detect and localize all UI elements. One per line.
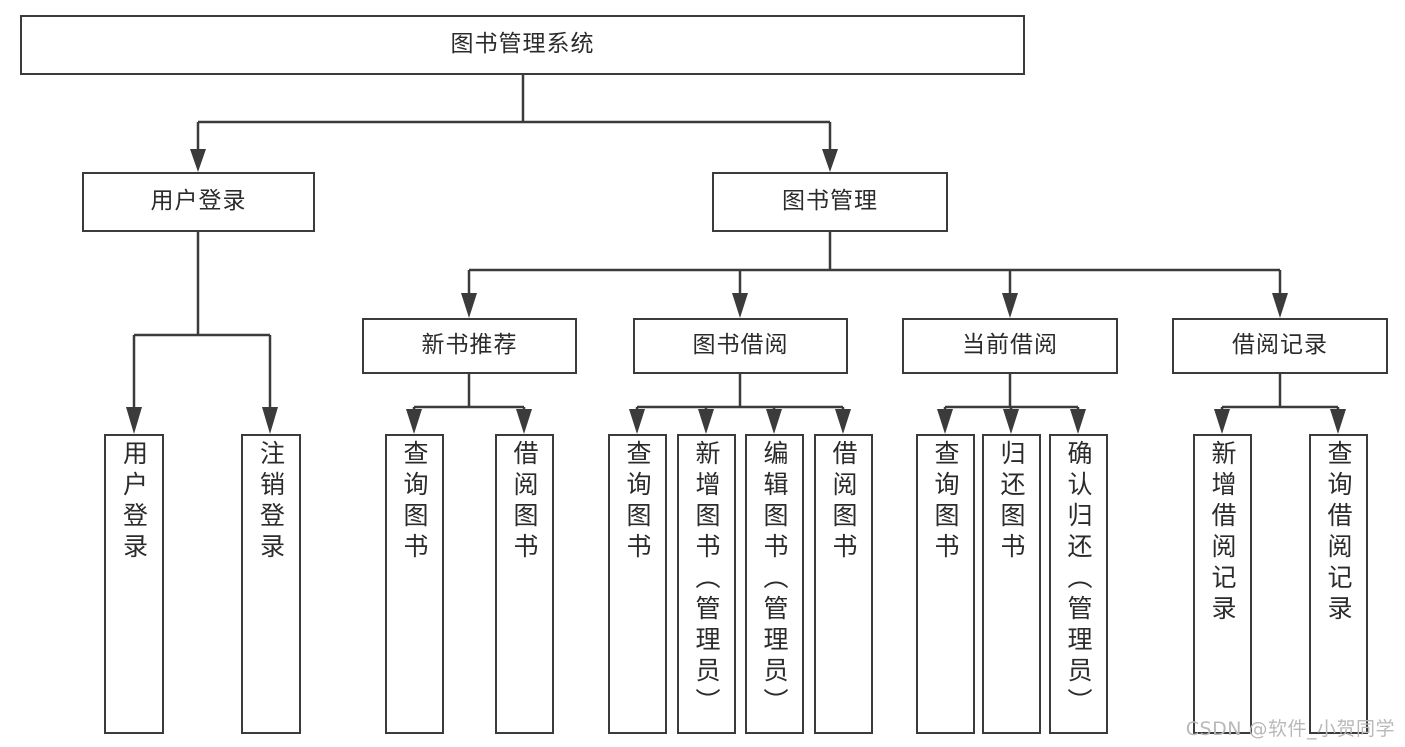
leaf-return-book-label: 归还图书 <box>997 440 1026 564</box>
arrowhead-leaf-edit-book <box>766 409 782 434</box>
leaf-query-record-label: 查询借阅记录 <box>1324 440 1353 626</box>
arrowhead-leaf-query-record <box>1330 409 1346 434</box>
leaf-borrow-book-1[interactable]: 借阅图书 <box>495 434 554 734</box>
leaf-user-login[interactable]: 用户登录 <box>104 434 164 734</box>
leaf-query-book-1-label: 查询图书 <box>400 440 429 564</box>
node-book-borrow-label: 图书借阅 <box>692 332 789 359</box>
arrowhead-book-borrow <box>732 293 748 318</box>
leaf-query-book-3[interactable]: 查询图书 <box>916 434 975 734</box>
leaf-edit-book[interactable]: 编辑图书（管理员） <box>745 434 804 734</box>
leaf-user-logout-label: 注销登录 <box>256 440 286 564</box>
node-borrow-record[interactable]: 借阅记录 <box>1172 318 1388 374</box>
node-root-system-label: 图书管理系统 <box>450 31 595 58</box>
node-current-borrow-label: 当前借阅 <box>962 332 1058 359</box>
leaf-add-record-label: 新增借阅记录 <box>1208 440 1237 626</box>
arrowhead-leaf-borrow-book-1 <box>516 409 532 434</box>
leaf-add-book-label: 新增图书（管理员） <box>692 440 721 719</box>
node-user-login-label: 用户登录 <box>150 188 247 215</box>
arrowhead-leaf-user-logout <box>262 407 278 434</box>
arrowhead-leaf-query-book-3 <box>937 409 953 434</box>
arrowhead-leaf-add-book <box>698 409 714 434</box>
arrowhead-leaf-borrow-book-2 <box>835 409 851 434</box>
leaf-borrow-book-1-label: 借阅图书 <box>510 440 539 564</box>
arrowhead-leaf-return-book <box>1003 409 1019 434</box>
leaf-confirm-return[interactable]: 确认归还（管理员） <box>1049 434 1108 734</box>
leaf-query-record[interactable]: 查询借阅记录 <box>1309 434 1368 734</box>
arrowhead-book-management <box>822 149 838 172</box>
arrowhead-leaf-user-login <box>126 407 142 434</box>
node-book-management[interactable]: 图书管理 <box>712 172 948 232</box>
arrowhead-borrow-record <box>1272 293 1288 318</box>
node-root-system[interactable]: 图书管理系统 <box>20 15 1025 75</box>
node-user-login[interactable]: 用户登录 <box>82 172 315 232</box>
leaf-query-book-1[interactable]: 查询图书 <box>385 434 444 734</box>
arrowhead-new-book-recommend <box>461 293 477 318</box>
csdn-watermark: CSDN @软件_小贺同学 <box>1185 718 1395 740</box>
node-borrow-record-label: 借阅记录 <box>1232 332 1328 359</box>
leaf-query-book-3-label: 查询图书 <box>931 440 960 564</box>
arrowhead-leaf-add-record <box>1214 409 1230 434</box>
leaf-borrow-book-2[interactable]: 借阅图书 <box>814 434 873 734</box>
arrowhead-user-login <box>190 149 206 172</box>
arrowhead-leaf-query-book-1 <box>406 409 422 434</box>
leaf-borrow-book-2-label: 借阅图书 <box>829 440 858 564</box>
leaf-add-record[interactable]: 新增借阅记录 <box>1193 434 1252 734</box>
leaf-query-book-2-label: 查询图书 <box>623 440 652 564</box>
node-new-book-recommend[interactable]: 新书推荐 <box>362 318 577 374</box>
leaf-return-book[interactable]: 归还图书 <box>982 434 1041 734</box>
leaf-user-logout[interactable]: 注销登录 <box>241 434 301 734</box>
leaf-confirm-return-label: 确认归还（管理员） <box>1064 440 1093 719</box>
node-book-borrow[interactable]: 图书借阅 <box>633 318 848 374</box>
node-book-management-label: 图书管理 <box>782 188 878 215</box>
node-current-borrow[interactable]: 当前借阅 <box>902 318 1118 374</box>
arrowhead-leaf-query-book-2 <box>629 409 645 434</box>
arrowhead-current-borrow <box>1002 293 1018 318</box>
leaf-add-book[interactable]: 新增图书（管理员） <box>677 434 736 734</box>
arrowhead-leaf-confirm-return <box>1070 409 1086 434</box>
leaf-edit-book-label: 编辑图书（管理员） <box>760 440 789 719</box>
leaf-user-login-label: 用户登录 <box>119 440 149 564</box>
leaf-query-book-2[interactable]: 查询图书 <box>608 434 667 734</box>
node-new-book-recommend-label: 新书推荐 <box>421 332 518 359</box>
